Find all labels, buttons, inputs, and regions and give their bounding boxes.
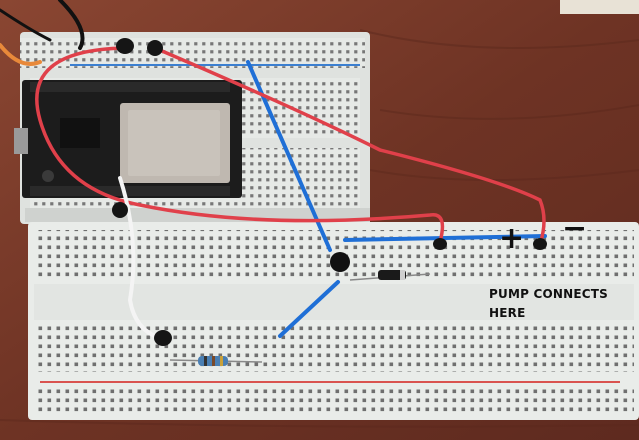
diode	[349, 270, 431, 281]
paper-corner	[560, 0, 639, 14]
usb-cables	[0, 0, 85, 66]
resistor	[169, 356, 263, 366]
minus-sign: −	[562, 211, 588, 246]
transistor	[330, 252, 350, 272]
wire-connectors	[112, 38, 547, 346]
esp32-board	[14, 80, 242, 198]
plus-sign: +	[499, 221, 525, 256]
pump-label-line2: HERE	[489, 306, 526, 320]
pump-label-line1: PUMP CONNECTS	[489, 287, 608, 301]
main-breadboard	[28, 222, 639, 420]
white-wire	[118, 176, 162, 340]
red-wires	[35, 46, 546, 246]
